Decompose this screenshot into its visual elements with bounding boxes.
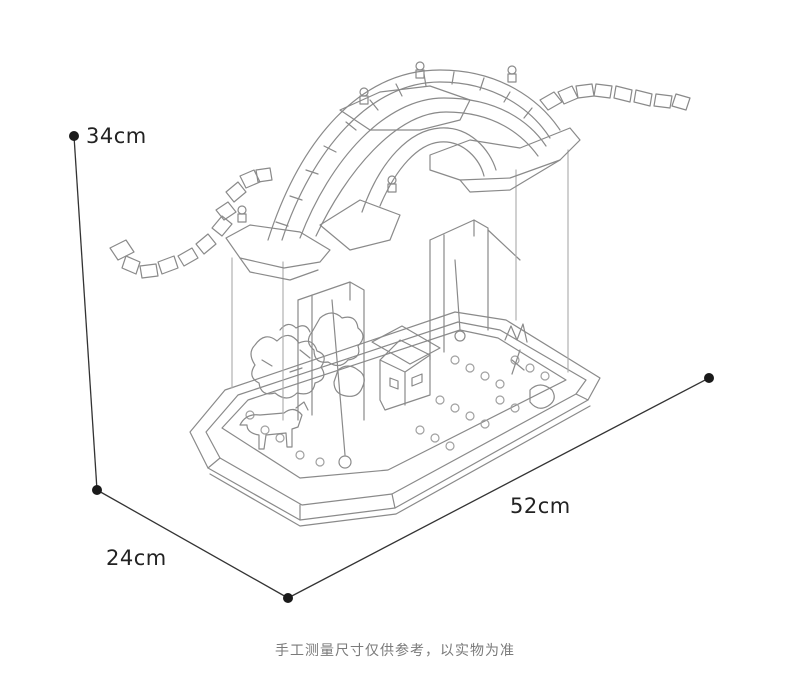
depth-label: 24cm	[106, 546, 167, 570]
base-inner-rim	[205, 321, 587, 506]
swing-frames	[297, 219, 521, 469]
horse-figure	[239, 401, 309, 450]
arches	[267, 69, 561, 241]
depth-line	[96, 489, 289, 599]
minifigures	[237, 61, 517, 223]
base-outer-rim	[189, 311, 601, 521]
model-illustration	[109, 61, 691, 527]
upper-islands	[225, 85, 581, 281]
chain-right	[539, 83, 691, 111]
dot-corner-bottom	[283, 593, 293, 603]
support-wires	[231, 149, 569, 421]
dimension-lines	[73, 135, 710, 599]
chain-left	[109, 167, 273, 279]
width-label: 52cm	[510, 494, 571, 518]
dimension-dots	[69, 131, 714, 603]
height-line	[73, 135, 98, 491]
measurement-disclaimer: 手工测量尺寸仅供参考，以实物为准	[275, 643, 515, 659]
foliage	[250, 312, 555, 409]
dot-corner-left	[92, 485, 102, 495]
height-label: 34cm	[86, 124, 147, 148]
width-line	[287, 377, 710, 599]
dot-top	[69, 131, 79, 141]
dot-corner-right	[704, 373, 714, 383]
house	[371, 325, 441, 411]
base-studs	[245, 355, 550, 467]
